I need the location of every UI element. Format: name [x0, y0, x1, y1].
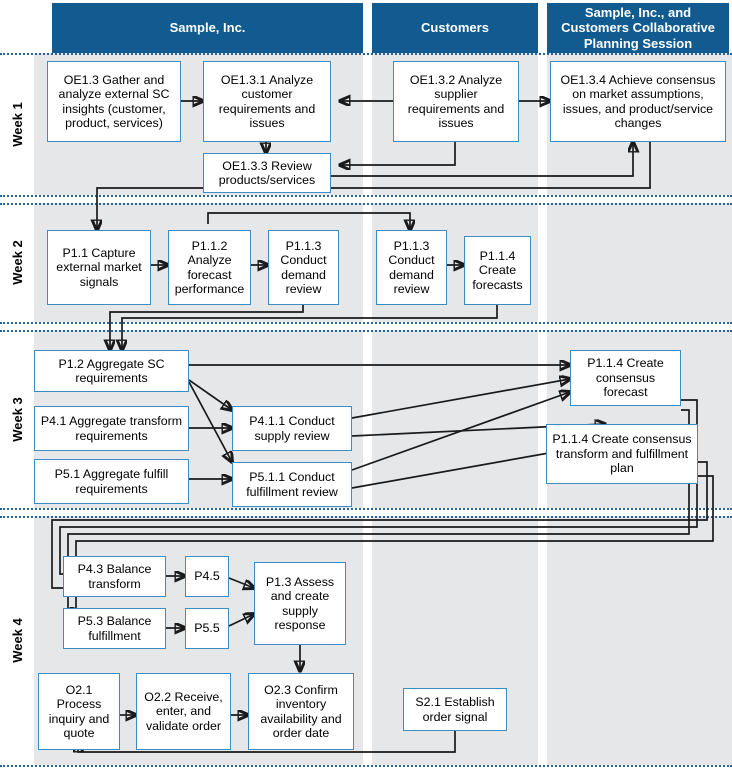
node-p114ctf-label: P1.1.4 Create consensus transform and fu… [552, 432, 692, 476]
node-p43[interactable]: P4.3 Balance transform [63, 556, 166, 597]
row-label-week1-text: Week 1 [9, 101, 25, 147]
column-header-customers-label: Customers [421, 20, 489, 36]
node-p45-label: P4.5 [194, 569, 220, 584]
node-o21[interactable]: O2.1 Process inquiry and quote [38, 673, 120, 750]
node-p113a[interactable]: P1.1.3 Conduct demand review [268, 230, 339, 305]
node-oe134-label: OE1.3.4 Achieve consensus on market assu… [560, 72, 716, 131]
node-p511[interactable]: P5.1.1 Conduct fulfillment review [232, 462, 352, 507]
node-o23[interactable]: O2.3 Confirm inventory availability and … [248, 673, 354, 750]
node-p112-label: P1.1.2 Analyze forecast performance [174, 238, 245, 297]
node-o21-label: O2.1 Process inquiry and quote [48, 682, 110, 741]
row-separator-week3-start [0, 330, 732, 332]
node-p113a-label: P1.1.3 Conduct demand review [280, 238, 327, 297]
row-label-week3: Week 3 [0, 330, 34, 508]
node-p411[interactable]: P4.1.1 Conduct supply review [232, 406, 352, 451]
node-p51[interactable]: P5.1 Aggregate fulfill requirements [34, 459, 189, 504]
node-p55-label: P5.5 [194, 621, 220, 636]
node-p114-consensus-transform-plan[interactable]: P1.1.4 Create consensus transform and fu… [546, 424, 698, 484]
node-p53-label: P5.3 Balance fulfillment [77, 614, 152, 643]
row-label-week2-text: Week 2 [9, 240, 25, 285]
node-oe134[interactable]: OE1.3.4 Achieve consensus on market assu… [550, 61, 726, 142]
row-label-week1: Week 1 [0, 53, 34, 195]
node-p112[interactable]: P1.1.2 Analyze forecast performance [168, 230, 251, 305]
node-p12[interactable]: P1.2 Aggregate SC requirements [34, 350, 189, 392]
node-o22[interactable]: O2.2 Receive, enter, and validate order [136, 673, 231, 750]
node-p511-label: P5.1.1 Conduct fulfillment review [246, 470, 338, 499]
node-p43-label: P4.3 Balance transform [77, 562, 152, 591]
node-p53[interactable]: P5.3 Balance fulfillment [63, 608, 166, 649]
node-p114[interactable]: P1.1.4 Create forecasts [464, 236, 531, 305]
node-oe13-label: OE1.3 Gather and analyze external SC ins… [58, 72, 170, 131]
node-o23-label: O2.3 Confirm inventory availability and … [260, 682, 342, 741]
node-p13-label: P1.3 Assess and create supply response [265, 574, 335, 633]
node-s21[interactable]: S2.1 Establish order signal [403, 688, 507, 731]
row-separator-week4-start [0, 516, 732, 518]
node-p55[interactable]: P5.5 [185, 608, 229, 649]
node-oe132-label: OE1.3.2 Analyze supplier requirements an… [407, 72, 505, 131]
node-p12-label: P1.2 Aggregate SC requirements [58, 356, 165, 386]
node-p411-label: P4.1.1 Conduct supply review [249, 414, 335, 443]
node-oe132[interactable]: OE1.3.2 Analyze supplier requirements an… [393, 61, 519, 142]
row-separator-week1-end [0, 195, 732, 197]
node-oe13[interactable]: OE1.3 Gather and analyze external SC ins… [47, 61, 181, 142]
node-p11[interactable]: P1.1 Capture external market signals [47, 230, 151, 305]
row-label-week4-text: Week 4 [9, 618, 25, 663]
node-oe131-label: OE1.3.1 Analyze customer requirements an… [218, 72, 316, 131]
row-separator-top [0, 53, 732, 55]
node-p11-label: P1.1 Capture external market signals [56, 245, 142, 289]
node-p114-label: P1.1.4 Create forecasts [472, 248, 523, 292]
node-p113b-label: P1.1.3 Conduct demand review [388, 238, 435, 297]
node-p113b[interactable]: P1.1.3 Conduct demand review [376, 230, 447, 305]
column-header-collab-label: Sample, Inc., and Customers Collaborativ… [561, 5, 715, 51]
row-separator-bottom [0, 765, 732, 767]
node-oe131[interactable]: OE1.3.1 Analyze customer requirements an… [203, 61, 331, 142]
node-p114cf-label: P1.1.4 Create consensus forecast [587, 356, 664, 400]
row-label-week3-text: Week 3 [9, 396, 25, 442]
node-oe133[interactable]: OE1.3.3 Review products/services [203, 153, 331, 193]
column-header-collab: Sample, Inc., and Customers Collaborativ… [547, 3, 729, 53]
row-label-week2: Week 2 [0, 203, 34, 322]
node-p114-consensus-forecast[interactable]: P1.1.4 Create consensus forecast [570, 350, 681, 406]
node-p45[interactable]: P4.5 [185, 556, 229, 597]
node-p51-label: P5.1 Aggregate fulfill requirements [54, 467, 169, 496]
node-o22-label: O2.2 Receive, enter, and validate order [144, 689, 223, 733]
lane-bg-collab-week2 [547, 203, 732, 322]
column-header-sample: Sample, Inc. [52, 3, 363, 53]
row-separator-week2-end [0, 322, 732, 324]
row-separator-week2-start [0, 203, 732, 205]
node-p41[interactable]: P4.1 Aggregate transform requirements [34, 406, 189, 451]
node-s21-label: S2.1 Establish order signal [415, 695, 495, 724]
row-separator-week3-end [0, 508, 732, 510]
column-header-sample-label: Sample, Inc. [169, 20, 246, 36]
node-p41-label: P4.1 Aggregate transform requirements [40, 414, 183, 443]
row-label-week4: Week 4 [0, 516, 34, 765]
column-header-customers: Customers [372, 3, 538, 53]
lane-bg-collab-week4 [547, 516, 732, 765]
node-p13[interactable]: P1.3 Assess and create supply response [254, 562, 346, 645]
node-oe133-label: OE1.3.3 Review products/services [218, 158, 316, 188]
lane-bg-customers-week3 [372, 330, 538, 508]
